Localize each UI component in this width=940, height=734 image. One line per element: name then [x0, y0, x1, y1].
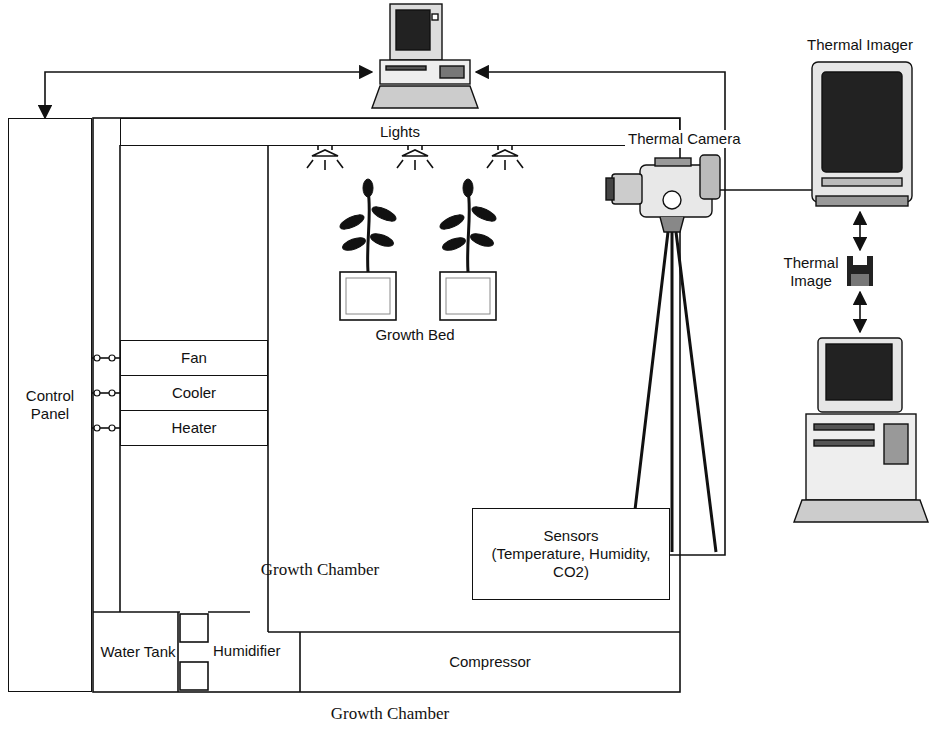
node-text: (Temperature, Humidity, CO2): [477, 545, 665, 581]
camera-cable: [718, 189, 812, 191]
node-text: Lights: [380, 123, 420, 141]
data-arrow: [859, 292, 861, 332]
figure-caption: Growth Chamber: [290, 704, 490, 724]
humidifier-unit: [180, 662, 208, 690]
pot: [340, 272, 396, 320]
heater-box: Heater: [120, 410, 268, 446]
plant: [338, 179, 498, 272]
control-wire: [92, 425, 120, 431]
tank-wall: [93, 612, 180, 692]
control-wire: [92, 390, 120, 396]
image-label: Thermal Image: [770, 254, 852, 290]
compressor-wall: [268, 632, 680, 692]
node-text: Cooler: [172, 384, 216, 402]
signal-line: [45, 72, 372, 118]
computer: [794, 338, 928, 522]
node-text: Fan: [181, 349, 207, 367]
control-wire: [92, 355, 120, 361]
thermal-camera: [606, 155, 720, 232]
pot: [446, 278, 490, 314]
duct-wall: [208, 611, 250, 613]
humidifier-unit: [180, 614, 208, 642]
data-arrow: [859, 212, 861, 250]
pot: [346, 278, 390, 314]
compressor: Compressor: [302, 634, 678, 690]
water-tank: Water Tank: [95, 614, 181, 690]
node-text: Water Tank: [100, 643, 175, 661]
chamber-label: Growth Chamber: [240, 560, 400, 580]
node-text: Control Panel: [13, 387, 87, 423]
control-panel: Control Panel: [8, 118, 92, 692]
tripod: [630, 232, 716, 552]
lights-band: Lights: [120, 118, 680, 146]
lamps: [307, 146, 523, 170]
pot: [440, 272, 496, 320]
imager-label: Thermal Imager: [790, 36, 930, 54]
node-text: Sensors: [543, 527, 598, 545]
growth-bed-label: Growth Bed: [330, 326, 500, 344]
computer: [372, 4, 478, 108]
fan-box: Fan: [120, 340, 268, 376]
humidifier-label: Humidifier: [210, 642, 284, 660]
chamber-wall: [93, 118, 680, 692]
camera-label: Thermal Camera: [625, 130, 744, 148]
floppy-disk: [847, 256, 873, 286]
cooler-box: Cooler: [120, 375, 268, 411]
node-text: Heater: [171, 419, 216, 437]
node-text: Compressor: [449, 653, 531, 671]
sensor-box: Sensors(Temperature, Humidity, CO2): [472, 508, 670, 600]
thermal-imager: [812, 62, 912, 206]
